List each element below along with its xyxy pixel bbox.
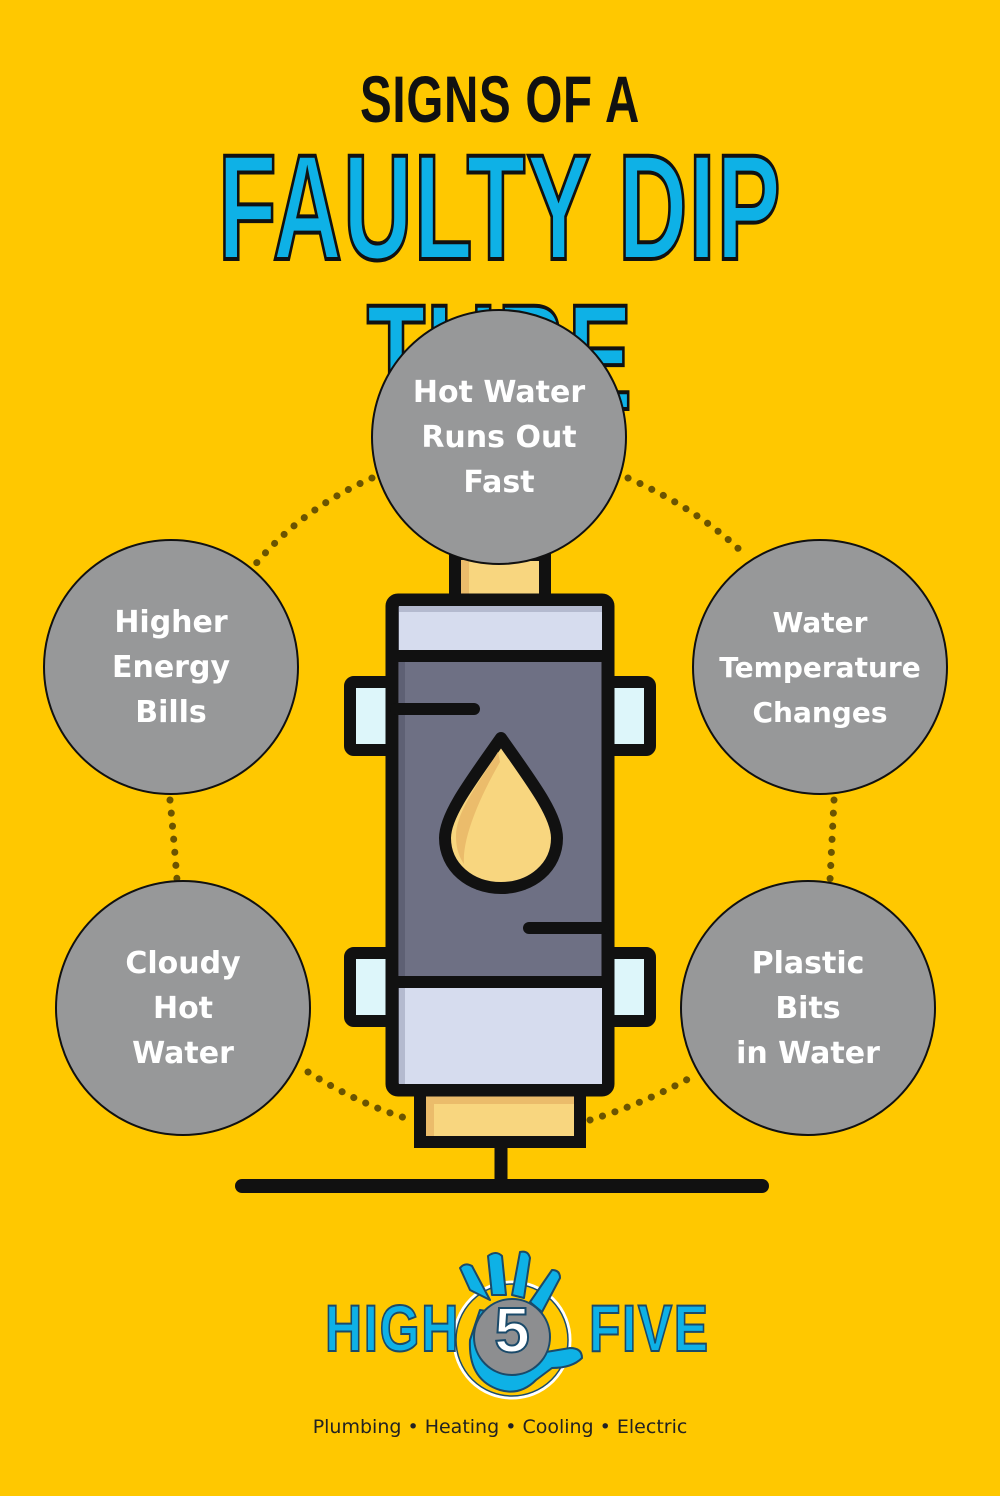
sign-plastic-bits-in-water: Plastic Bits in Water [680, 880, 936, 1136]
sign-cloudy-hot-water: Cloudy Hot Water [55, 880, 311, 1136]
sign-line: Higher [114, 604, 228, 640]
sign-hot-water-runs-out: Hot Water Runs Out Fast [371, 309, 627, 565]
sign-line: Energy [111, 649, 231, 685]
sign-line: Temperature [719, 650, 921, 684]
sign-line: in Water [736, 1035, 880, 1071]
sign-line: Changes [752, 695, 888, 729]
brand-logo: HIGH 5 FIVE [320, 1240, 710, 1410]
sign-line: Cloudy [125, 945, 241, 981]
logo-word-right: FIVE [588, 1291, 710, 1365]
sign-line: Plastic [751, 945, 865, 981]
sign-line: Water [132, 1035, 234, 1071]
dotted-connector [166, 474, 838, 1124]
logo-number: 5 [493, 1294, 531, 1366]
sign-line: Runs Out [421, 419, 577, 455]
sign-higher-energy-bills: Higher Energy Bills [43, 539, 299, 795]
logo-number-badge [473, 1298, 551, 1376]
page-subtitle: SIGNS OF A [359, 62, 641, 136]
brand-tagline: Plumbing • Heating • Cooling • Electric [312, 1416, 688, 1438]
water-drop-icon [439, 732, 563, 894]
logo-word-left: HIGH [324, 1291, 460, 1365]
sign-line: Bills [135, 694, 207, 730]
sign-line: Fast [463, 464, 535, 500]
sign-line: Hot Water [412, 374, 586, 410]
hand-icon [452, 1250, 583, 1400]
sign-line: Bits [775, 990, 841, 1026]
sign-line: Water [772, 605, 868, 639]
sign-line: Hot [152, 990, 214, 1026]
sign-water-temperature-changes: Water Temperature Changes [692, 539, 948, 795]
